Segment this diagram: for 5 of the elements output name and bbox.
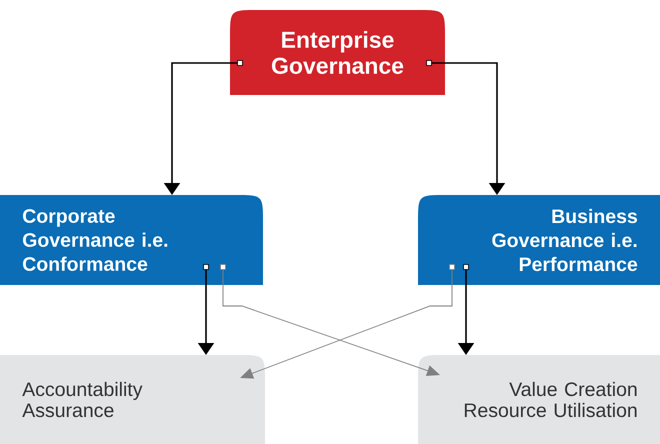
process-box: Business Governance i.e. Performance — [418, 195, 660, 285]
outcome-box: Accountability Assurance — [0, 355, 265, 444]
outcome-box: Value Creation Resource Utilisation — [418, 355, 660, 444]
process-box: Corporate Governance i.e. Conformance — [0, 195, 263, 285]
process-box: Enterprise Governance — [230, 10, 445, 95]
